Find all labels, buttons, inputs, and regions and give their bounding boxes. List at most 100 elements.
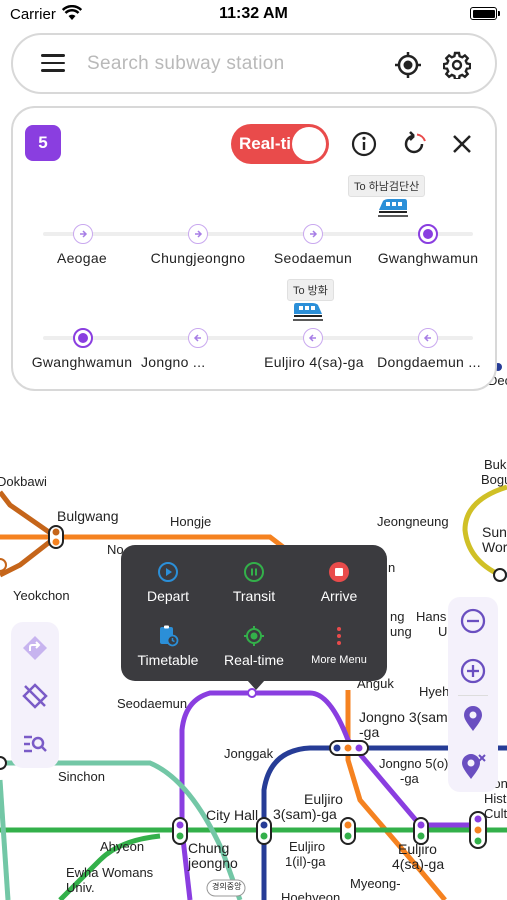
station-label[interactable]: U	[438, 624, 448, 639]
stop-label[interactable]: Dongdaemun ...	[377, 354, 481, 370]
list-search-icon[interactable]	[21, 730, 49, 758]
stop-label[interactable]: Jongno ...	[141, 354, 206, 370]
info-icon[interactable]	[350, 130, 378, 158]
station-label[interactable]: Sun	[482, 524, 507, 540]
stop-circle-icon	[329, 562, 349, 582]
station-label[interactable]: Hans	[416, 609, 447, 624]
toolbar-divider	[458, 695, 488, 696]
depart-button[interactable]: Depart	[124, 561, 212, 621]
station-label[interactable]: No	[107, 542, 124, 557]
zoom-in-icon[interactable]	[459, 657, 487, 685]
my-location-icon[interactable]	[394, 51, 422, 79]
line-1-path	[261, 745, 507, 900]
left-toolbar	[11, 622, 59, 768]
direction-tag-lower: To 방화	[287, 279, 334, 301]
station-label[interactable]: ung	[390, 624, 412, 639]
station-label[interactable]: ng	[390, 609, 405, 624]
station-label[interactable]: Euljiro	[398, 841, 437, 857]
stop-marker[interactable]	[303, 328, 323, 348]
depart-label: Depart	[146, 588, 190, 604]
timetable-label: Timetable	[137, 652, 199, 668]
close-icon[interactable]	[448, 130, 476, 158]
station-label[interactable]: -ga	[400, 771, 419, 786]
stop-label[interactable]: Euljiro 4(sa)-ga	[264, 354, 364, 370]
train-icon[interactable]	[292, 300, 324, 322]
more-menu-button[interactable]: More Menu	[295, 625, 383, 685]
station-label[interactable]: Dokbawi	[0, 474, 47, 489]
stop-label[interactable]: Seodaemun	[273, 250, 353, 266]
station-label[interactable]: Jongno 5(o)	[379, 756, 449, 771]
stop-marker[interactable]	[73, 224, 93, 244]
station-label[interactable]: Ahyeon	[100, 839, 145, 854]
line-number-badge: 5	[25, 125, 61, 161]
stop-marker[interactable]	[188, 224, 208, 244]
station-label[interactable]: Cultu	[484, 806, 507, 821]
station-label[interactable]: City Hall	[206, 807, 259, 823]
station-label[interactable]: Euljiro	[304, 791, 343, 807]
station-label[interactable]: Univ.	[66, 880, 95, 895]
zoom-toolbar	[448, 597, 498, 792]
realtime-toggle[interactable]: Real-ti	[231, 124, 329, 164]
station-label[interactable]: Myeong-	[350, 876, 401, 891]
route-off-icon[interactable]	[21, 682, 49, 710]
zoom-out-icon[interactable]	[459, 607, 487, 635]
arrive-button[interactable]: Arrive	[295, 561, 383, 621]
clock: 11:32 AM	[219, 5, 288, 22]
stop-marker[interactable]	[188, 328, 208, 348]
timetable-icon	[160, 625, 179, 647]
station-label[interactable]: Hongje	[170, 514, 212, 529]
search-input[interactable]	[87, 48, 377, 80]
station-label[interactable]: Hist	[484, 791, 507, 806]
transit-button[interactable]: Transit	[210, 561, 298, 621]
station-info-panel: 5 Real-ti To 하남검단산	[11, 106, 497, 391]
train-icon[interactable]	[377, 196, 409, 218]
realtime-button[interactable]: Real-time	[210, 625, 298, 685]
station-label[interactable]: Seodaemun	[117, 696, 188, 711]
stop-label[interactable]: Gwanghwamun	[377, 250, 479, 266]
station-label[interactable]: jeongno	[188, 855, 238, 871]
station-label[interactable]: Hoehyeon	[281, 890, 341, 900]
settings-gear-icon[interactable]	[443, 51, 471, 79]
line-6-path	[0, 490, 61, 578]
current-stop-marker[interactable]	[418, 224, 438, 244]
stop-marker[interactable]	[418, 328, 438, 348]
location-pin-icon[interactable]	[459, 705, 487, 733]
stop-marker[interactable]	[303, 224, 323, 244]
current-stop-marker[interactable]	[73, 328, 93, 348]
station-label[interactable]: Yeokchon	[13, 588, 70, 603]
clear-pin-icon[interactable]	[459, 753, 487, 781]
station-label[interactable]: Ewha Womans	[66, 865, 154, 880]
station-label[interactable]: Chung	[188, 840, 230, 856]
gps-target-icon	[244, 626, 264, 646]
station-label[interactable]: n	[388, 560, 396, 575]
station-label[interactable]: 3(sam)-ga	[273, 806, 337, 822]
station-label[interactable]: Bogu	[481, 472, 507, 487]
gyeongui-badge: 경의중앙	[212, 882, 242, 891]
direction-tag-upper: To 하남검단산	[348, 175, 426, 197]
stop-label[interactable]: Gwanghwamun	[31, 354, 133, 370]
station-label[interactable]: Sinchon	[58, 769, 105, 784]
battery-icon	[470, 7, 500, 20]
refresh-icon[interactable]	[400, 130, 428, 158]
station-label[interactable]: Wor	[482, 539, 507, 555]
station-label[interactable]: Euljiro	[289, 839, 326, 854]
station-label[interactable]: -ga	[359, 724, 380, 740]
station-label[interactable]: Buk	[484, 457, 507, 472]
station-label[interactable]: Bulgwang	[57, 508, 119, 524]
timetable-button[interactable]: Timetable	[124, 625, 212, 685]
stop-label[interactable]: Aeogae	[56, 250, 108, 266]
station-label[interactable]: 1(il)-ga	[285, 854, 326, 869]
station-label[interactable]: Hyeh	[419, 684, 450, 699]
station-label[interactable]: Jongno 3(sam	[359, 709, 448, 725]
realtime-label: Real-time	[224, 652, 284, 668]
station-label[interactable]: 4(sa)-ga	[392, 856, 445, 872]
station-label[interactable]: Jeongneung	[377, 514, 449, 529]
hamburger-menu-icon[interactable]	[41, 54, 65, 74]
line-2-branch	[58, 833, 161, 900]
route-directions-icon[interactable]	[21, 634, 49, 662]
stop-label[interactable]: Chungjeongno	[150, 250, 246, 266]
station-label[interactable]: Jonggak	[224, 746, 274, 761]
